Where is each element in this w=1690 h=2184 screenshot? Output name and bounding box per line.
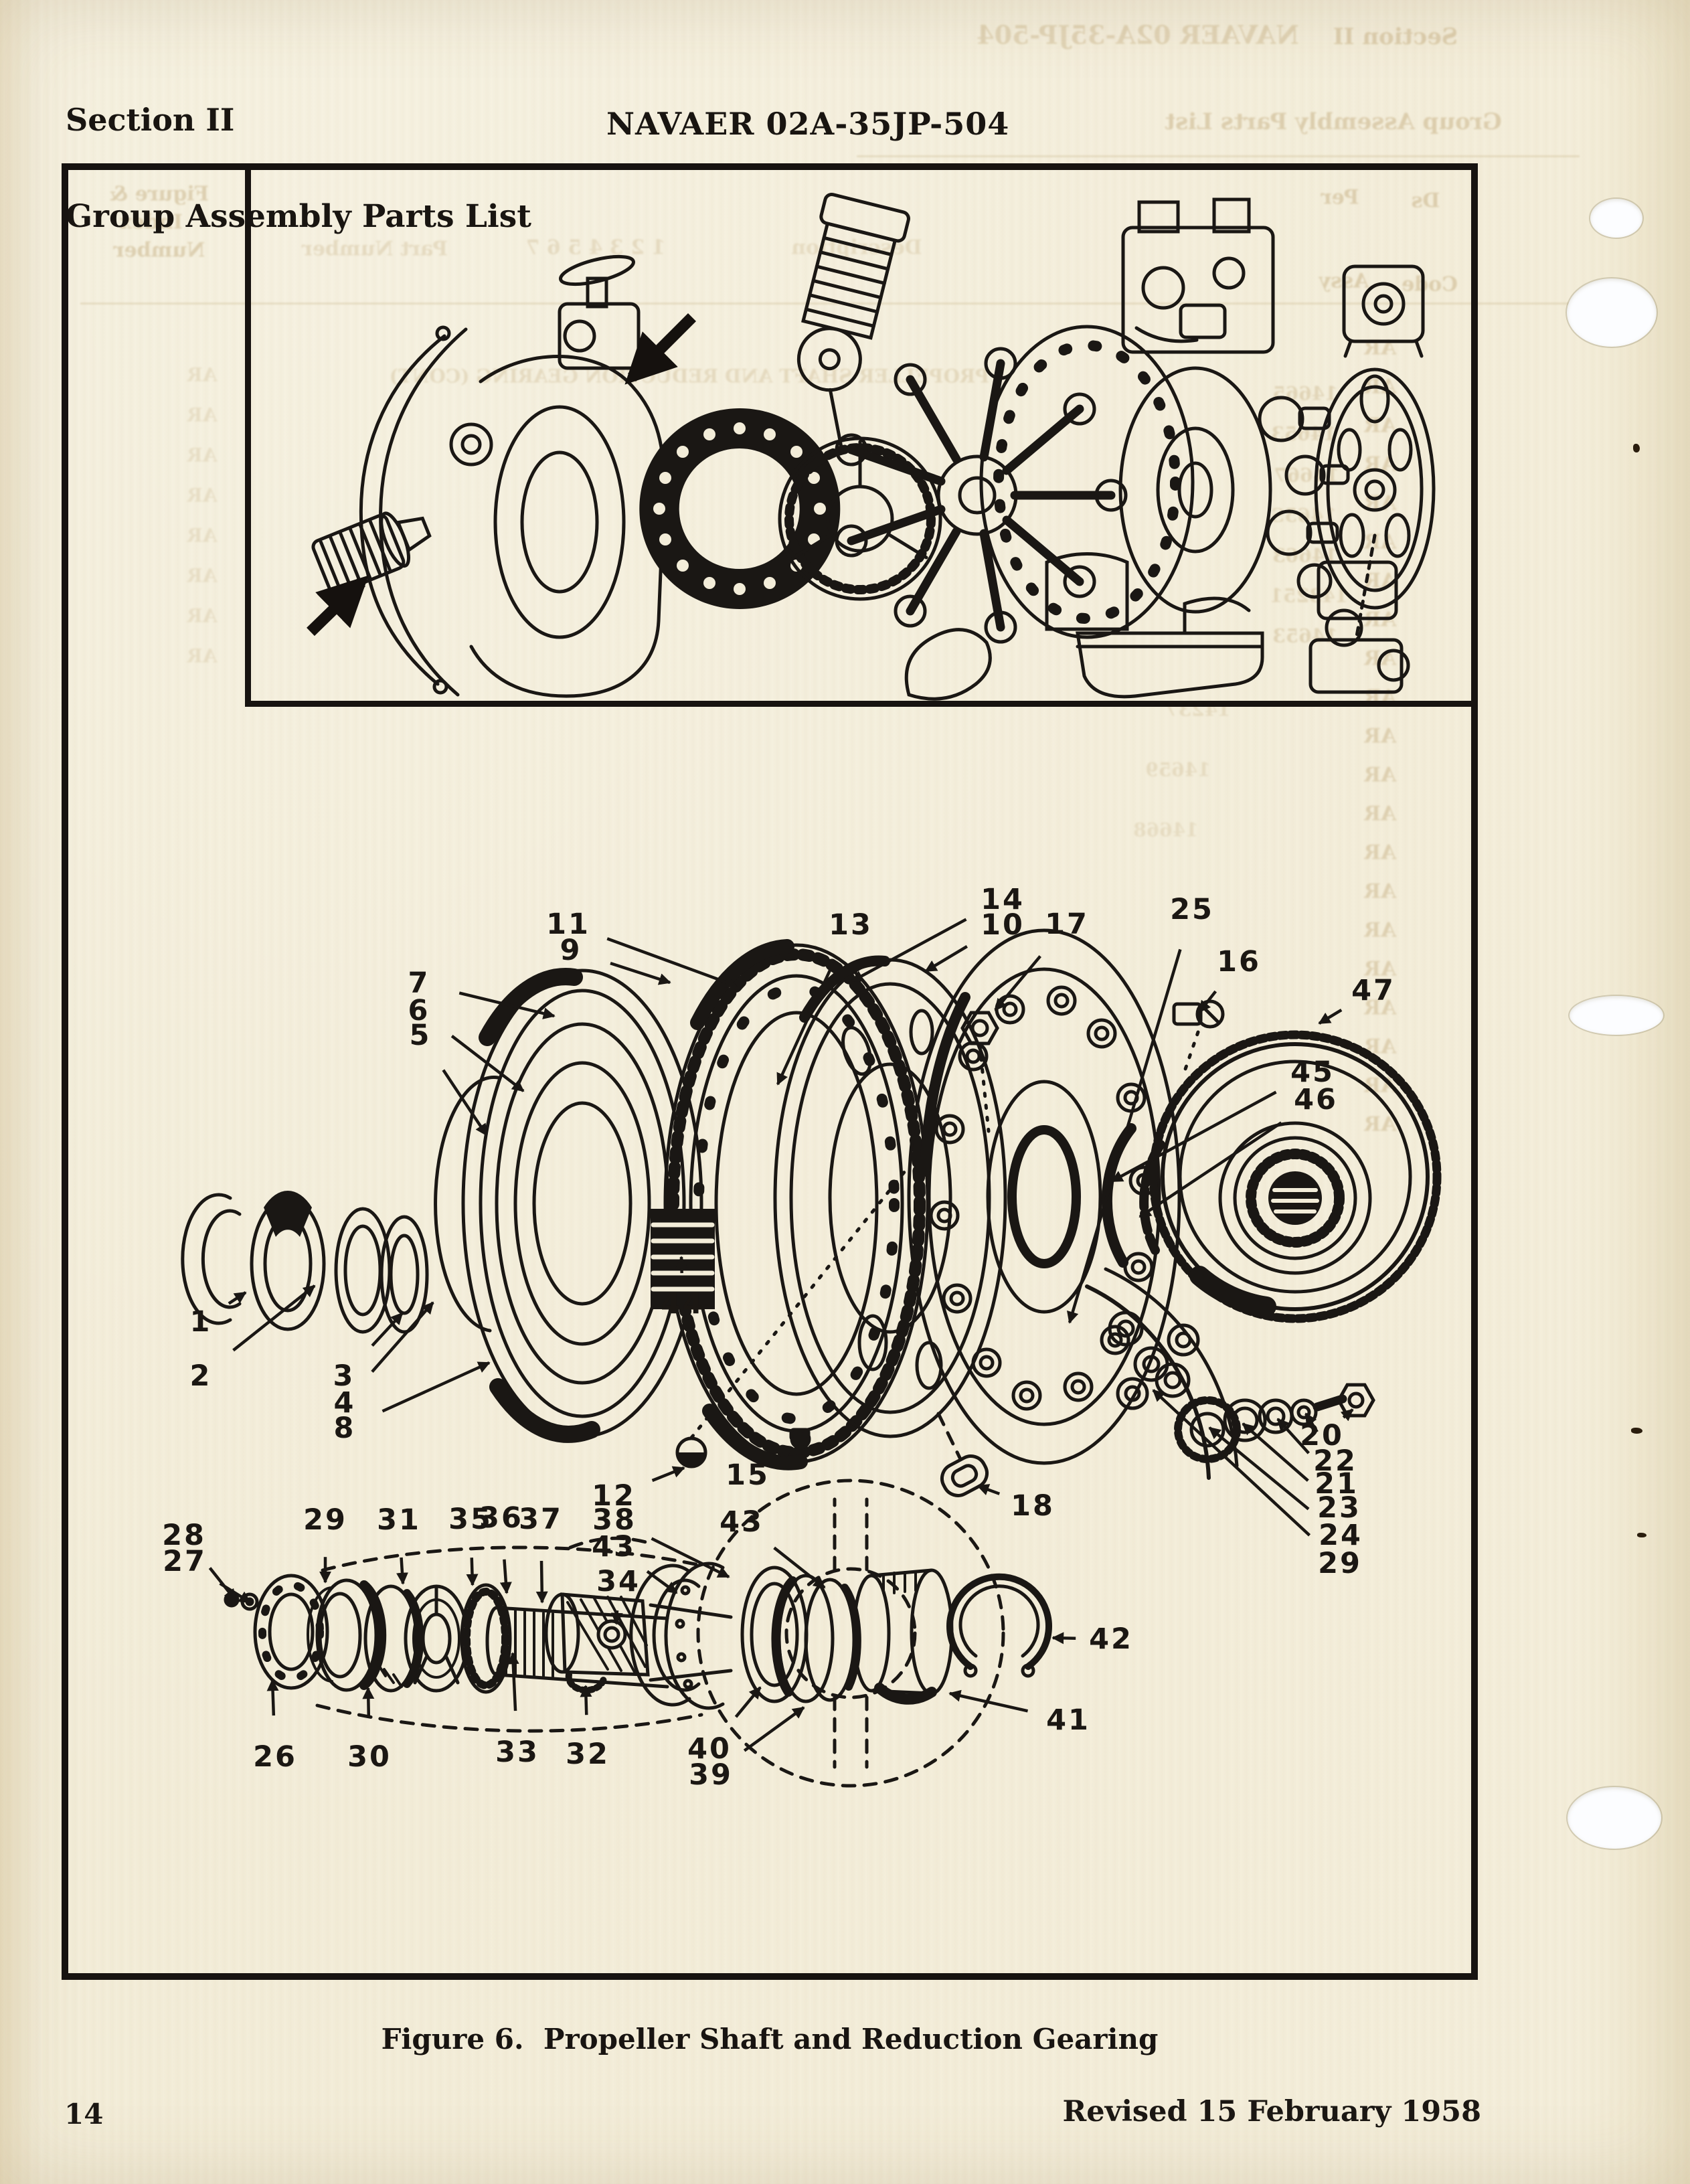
- punch-hole-3: [1570, 996, 1663, 1035]
- bleedthrough-text: Section II: [1333, 23, 1458, 50]
- figure-caption: Figure 6. Propeller Shaft and Reduction …: [381, 2023, 1159, 2055]
- seal-ring-drum: [434, 968, 703, 1443]
- callout-28: 28: [162, 1519, 206, 1552]
- section-subheading: Group Assembly Parts List: [66, 198, 531, 235]
- callout-25: 25: [1170, 893, 1214, 926]
- callout-32: 32: [566, 1738, 610, 1771]
- callout-37: 37: [519, 1503, 563, 1536]
- callout-20: 20: [1300, 1419, 1344, 1452]
- callout-33: 33: [495, 1736, 539, 1769]
- accessory-drives: [1258, 396, 1350, 599]
- callout-24: 24: [1319, 1519, 1363, 1552]
- punch-hole-1: [1590, 199, 1642, 238]
- callout-13: 13: [829, 908, 873, 942]
- callout-22: 22: [1313, 1444, 1357, 1478]
- retaining-plate: [404, 1584, 469, 1693]
- callout-11: 11: [546, 908, 590, 941]
- callout-7: 7: [408, 967, 430, 1000]
- reduction-gear-housing: [469, 254, 666, 698]
- callout-43: 43: [720, 1505, 764, 1539]
- callout-43: 43: [592, 1530, 636, 1564]
- callout-9: 9: [560, 934, 582, 967]
- ink-speck-3: [1637, 1533, 1646, 1537]
- magneto: [1342, 264, 1425, 358]
- pinion-shaft-splines: [651, 1209, 715, 1309]
- callout-36: 36: [479, 1501, 523, 1535]
- callout-18: 18: [1011, 1489, 1055, 1523]
- callout-23: 23: [1317, 1491, 1361, 1525]
- callout-21: 21: [1315, 1467, 1359, 1501]
- punch-hole-4: [1568, 1787, 1661, 1849]
- oil-sump: [1076, 596, 1264, 699]
- callout-29: 29: [303, 1503, 347, 1537]
- bearing-ring: [639, 408, 841, 609]
- callout-6: 6: [408, 994, 430, 1027]
- callout-34: 34: [596, 1565, 641, 1598]
- revision-note: Revised 15 February 1958: [1062, 2095, 1482, 2128]
- drive-gear-ring: [663, 939, 930, 1471]
- callout-15: 15: [726, 1458, 770, 1492]
- crankcase-section: [979, 325, 1195, 639]
- prop-shaft-stub: [311, 511, 432, 595]
- callout-38: 38: [592, 1503, 637, 1537]
- fuel-pumps: [1308, 533, 1410, 694]
- callout-26: 26: [253, 1740, 297, 1774]
- front-bracket: [359, 325, 493, 697]
- engine-exploded-illustration: [311, 193, 1436, 701]
- propeller-shaft-illustration: [181, 928, 1442, 1788]
- callout-14: 14: [981, 883, 1025, 916]
- loose-small-parts: [675, 1428, 989, 1497]
- snap-ring: [946, 1573, 1052, 1678]
- callout-10: 10: [981, 908, 1025, 942]
- punch-hole-2: [1567, 278, 1657, 347]
- gear-bolt: [1172, 999, 1225, 1029]
- ink-speck-2: [1631, 1428, 1642, 1434]
- callout-41: 41: [1046, 1703, 1090, 1737]
- bleedthrough-text: NAVAER 02A-35JP-504: [977, 19, 1299, 50]
- callout-47: 47: [1351, 974, 1396, 1007]
- callout-2: 2: [189, 1359, 212, 1393]
- pinion-shaft-assembly: [485, 1592, 733, 1694]
- bleedthrough-rule-1: [80, 303, 1573, 305]
- callout-3: 3: [333, 1359, 355, 1393]
- figure-plate-border: [62, 163, 1478, 1980]
- rear-cover-disc: [1314, 367, 1436, 610]
- callout-30: 30: [347, 1740, 392, 1774]
- carburetor: [1121, 197, 1275, 354]
- spacer-ring: [363, 1584, 424, 1693]
- callout-12: 12: [592, 1479, 636, 1513]
- cylinder-piston: [796, 193, 910, 454]
- callout-8: 8: [333, 1412, 356, 1445]
- intake-elbow: [904, 628, 992, 701]
- callout-31: 31: [377, 1503, 421, 1537]
- thrust-nut-and-screws: [224, 1592, 259, 1611]
- callout-5: 5: [409, 1019, 432, 1052]
- callout-39: 39: [689, 1758, 733, 1792]
- splined-sleeve: [852, 1568, 954, 1705]
- section-heading: Section II: [66, 102, 235, 138]
- callout-45: 45: [1290, 1056, 1335, 1089]
- callout-42: 42: [1089, 1622, 1133, 1656]
- ink-speck-1: [1633, 444, 1640, 452]
- bleedthrough-text: Group Assembly Parts List: [1165, 108, 1502, 135]
- callout-1: 1: [189, 1305, 212, 1339]
- callout-27: 27: [163, 1545, 207, 1578]
- callout-44: 44: [661, 1287, 705, 1321]
- assembly-dash-links: [689, 1030, 1200, 1440]
- bleedthrough-rule-2: [857, 155, 1580, 157]
- supercharger-case: [1118, 366, 1272, 614]
- front-retaining-rings: [181, 1191, 429, 1334]
- top-illustration-border: [245, 163, 1478, 707]
- callout-35: 35: [448, 1503, 493, 1536]
- callout-29: 29: [1318, 1547, 1362, 1580]
- callout-40: 40: [687, 1732, 732, 1766]
- callout-17: 17: [1045, 908, 1089, 941]
- doc-number: NAVAER 02A-35JP-504: [606, 106, 1010, 142]
- callout-16: 16: [1217, 945, 1261, 979]
- page-number: 14: [64, 2098, 104, 2130]
- callout-46: 46: [1294, 1083, 1338, 1116]
- callout-4: 4: [333, 1386, 356, 1420]
